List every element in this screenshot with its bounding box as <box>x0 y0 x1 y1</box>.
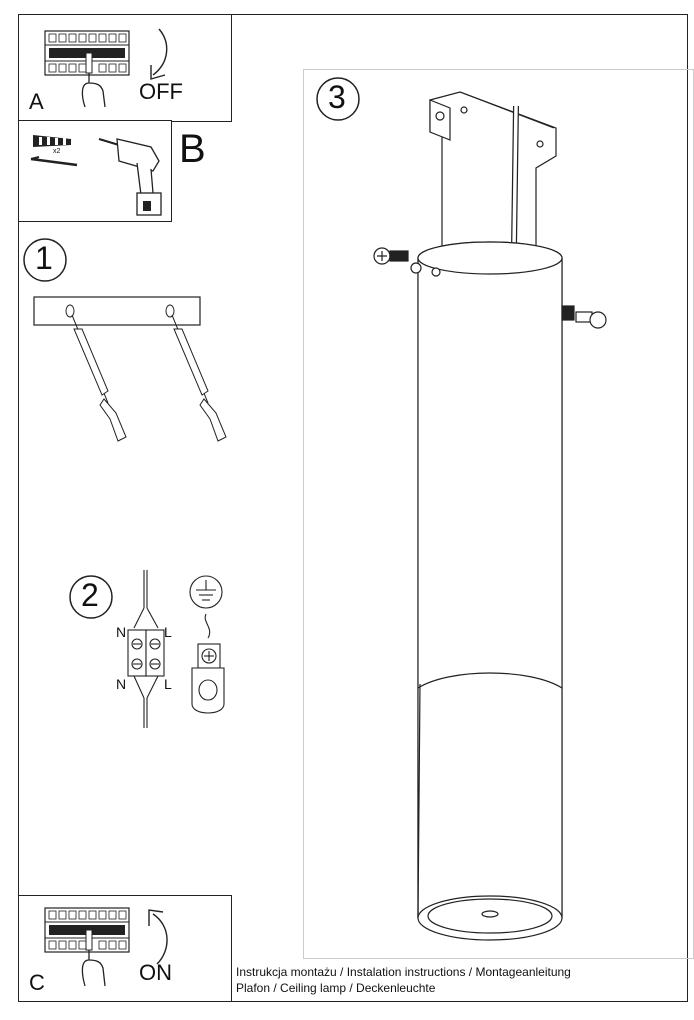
mounting-bracket-drawing <box>33 296 227 442</box>
wire-label-bottom-l: L <box>164 676 172 692</box>
breaker-box-icon <box>44 30 130 108</box>
rotate-arrow-up-icon <box>148 909 168 965</box>
panel-b-letter: B <box>179 127 206 171</box>
drill-icon <box>98 138 162 216</box>
step3-number-circle <box>316 77 360 121</box>
dowel-count-label: x2 <box>53 148 61 155</box>
step1-number: 1 <box>35 240 53 276</box>
breaker-box-icon <box>44 907 130 987</box>
wire-label-top-n: N <box>116 624 127 640</box>
step1-number-circle <box>23 238 67 282</box>
panel-c-letter: C <box>29 970 45 995</box>
panel-a-power-off: A OFF <box>18 14 232 122</box>
ceiling-lamp-drawing <box>373 91 607 941</box>
step3-number: 3 <box>328 79 346 115</box>
panel-c-power-on: C ON <box>18 895 232 1002</box>
dowel-screw-icon <box>30 135 78 167</box>
page-frame <box>18 14 688 1002</box>
caption-line-1: Instrukcja montażu / Instalation instruc… <box>236 965 571 979</box>
instruction-caption: Instrukcja montażu / Instalation instruc… <box>236 964 571 996</box>
panel-b-tools: x2 B <box>18 120 206 222</box>
wire-label-bottom-n: N <box>116 676 127 692</box>
panel-a-letter: A <box>29 89 44 114</box>
rotate-arrow-down-icon <box>150 28 168 80</box>
power-on-label: ON <box>139 960 172 985</box>
step2-number-circle <box>69 575 113 619</box>
power-off-label: OFF <box>139 79 183 104</box>
caption-line-2: Plafon / Ceiling lamp / Deckenleuchte <box>236 981 436 995</box>
step2-number: 2 <box>81 577 99 613</box>
ground-terminal-drawing <box>189 575 225 714</box>
wire-label-top-l: L <box>164 624 172 640</box>
terminal-block-wiring-drawing <box>127 570 165 728</box>
